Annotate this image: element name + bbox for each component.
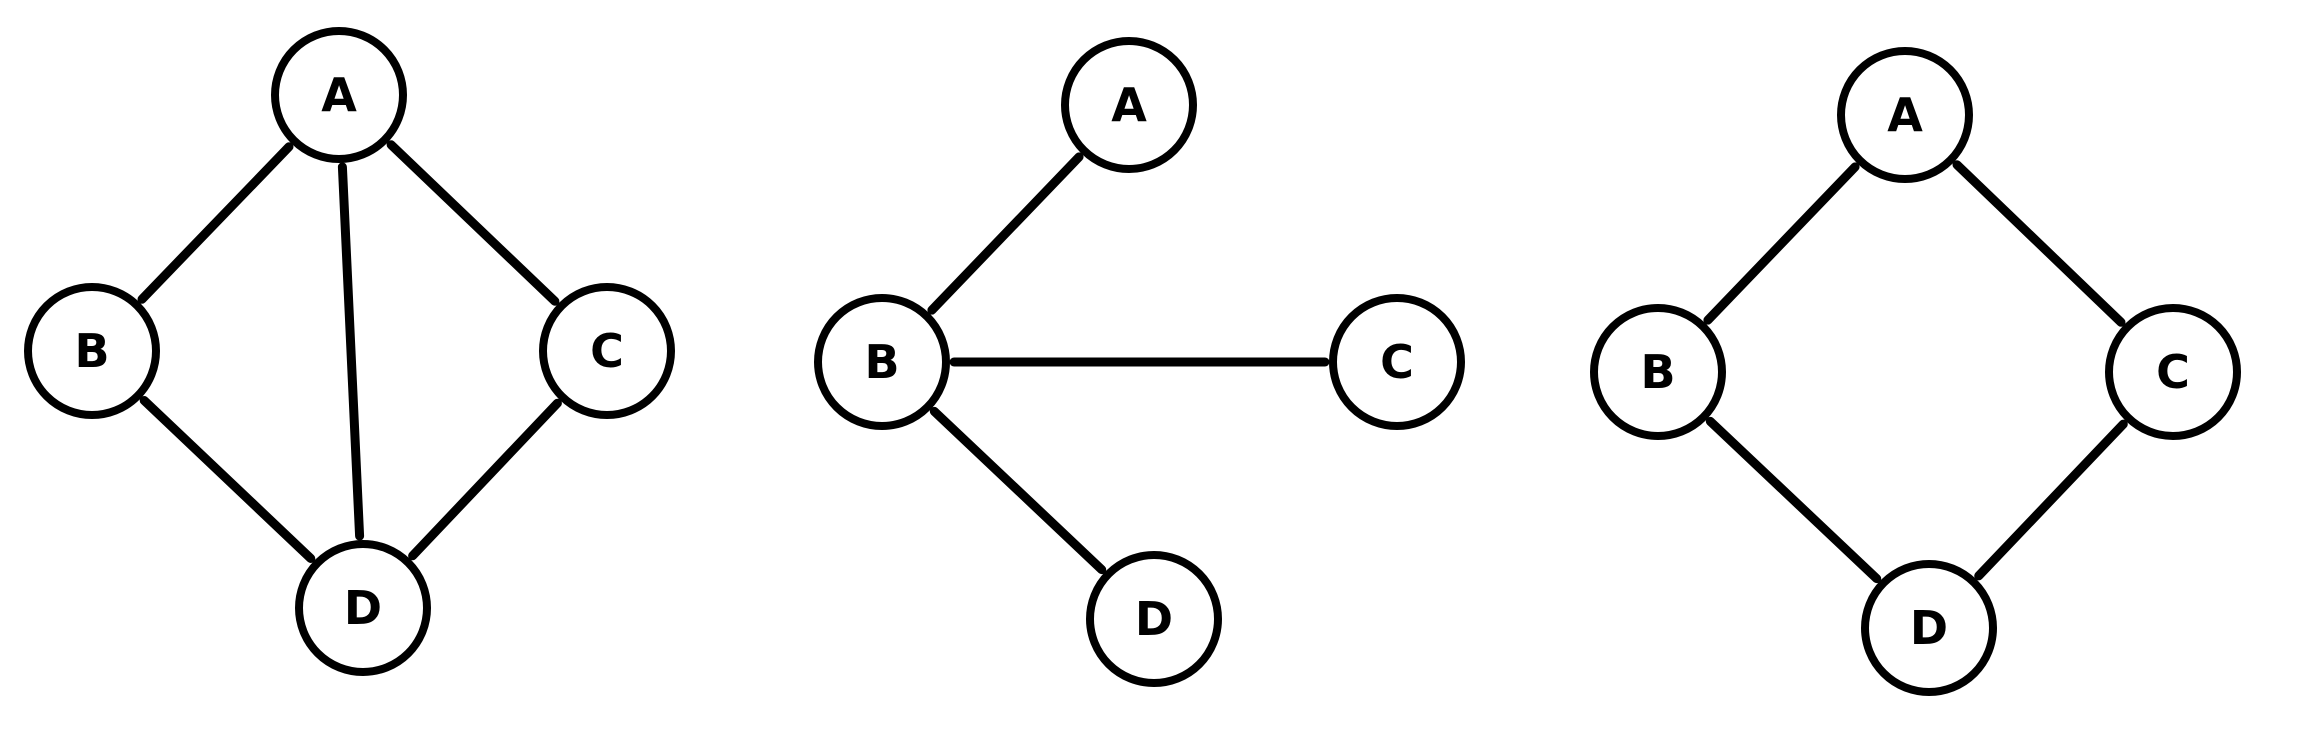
graph-2-node-c: C bbox=[1329, 294, 1465, 430]
graph-3-node-c: C bbox=[2105, 304, 2241, 440]
graph-2-nodes: A B C D bbox=[814, 37, 1465, 687]
graph-3-node-b-circle bbox=[1590, 304, 1726, 440]
graph-1-node-b-circle bbox=[24, 283, 160, 419]
graph-3-node-a-label: A bbox=[1887, 88, 1923, 142]
graph-2-node-a: A bbox=[1061, 37, 1197, 173]
graph-3-edge-c-d bbox=[1974, 419, 2128, 581]
graph-1-node-d-circle bbox=[295, 540, 431, 676]
graph-3-node-d: D bbox=[1861, 560, 1997, 696]
graph-1: A B C D bbox=[24, 27, 675, 676]
graph-1-edge-c-d bbox=[408, 398, 562, 561]
graph-1-edge-a-b bbox=[137, 142, 294, 304]
graph-2-node-a-label: A bbox=[1111, 78, 1147, 132]
graph-1-edge-a-c bbox=[386, 140, 560, 306]
graph-3-edge-a-b bbox=[1703, 162, 1860, 325]
graph-2-node-b-circle bbox=[814, 294, 950, 430]
graph-1-node-c: C bbox=[539, 283, 675, 419]
graph-1-edge-a-d bbox=[337, 162, 365, 541]
graph-2: A B C D bbox=[814, 37, 1465, 687]
graph-3-edge-a-c bbox=[1952, 160, 2126, 327]
graph-2-node-b: B bbox=[814, 294, 950, 430]
graph-3-node-c-circle bbox=[2105, 304, 2241, 440]
graph-1-node-d: D bbox=[295, 540, 431, 676]
graph-3-node-d-circle bbox=[1861, 560, 1997, 696]
graph-1-node-c-circle bbox=[539, 283, 675, 419]
graph-2-node-b-label: B bbox=[864, 335, 899, 389]
graph-1-edge-b-d bbox=[139, 396, 316, 563]
graph-1-node-a-label: A bbox=[321, 68, 357, 122]
graph-3-nodes: A B C D bbox=[1590, 47, 2241, 696]
graph-1-node-b: B bbox=[24, 283, 160, 419]
graph-1-nodes: A B C D bbox=[24, 27, 675, 676]
graph-2-node-d-label: D bbox=[1135, 592, 1173, 646]
graph-3-node-a: A bbox=[1837, 47, 1973, 183]
graph-2-edges bbox=[927, 152, 1330, 575]
graph-2-node-c-circle bbox=[1329, 294, 1465, 430]
graph-1-node-a-circle bbox=[271, 27, 407, 163]
graph-3-node-c-label: C bbox=[2156, 345, 2190, 399]
graph-3: A B C D bbox=[1590, 47, 2241, 696]
graph-3-edge-b-d bbox=[1705, 416, 1882, 584]
graph-3-node-b-label: B bbox=[1640, 345, 1675, 399]
graph-2-node-a-circle bbox=[1061, 37, 1197, 173]
graph-3-node-a-circle bbox=[1837, 47, 1973, 183]
graph-1-node-b-label: B bbox=[74, 324, 109, 378]
graph-2-node-d-circle bbox=[1086, 551, 1222, 687]
graph-1-node-d-label: D bbox=[344, 581, 382, 635]
graph-1-edges bbox=[137, 140, 562, 563]
graph-3-node-b: B bbox=[1590, 304, 1726, 440]
graph-2-node-d: D bbox=[1086, 551, 1222, 687]
graph-1-node-a: A bbox=[271, 27, 407, 163]
graph-2-edge-b-d bbox=[929, 406, 1107, 575]
graph-3-node-d-label: D bbox=[1910, 601, 1948, 655]
graph-2-edge-a-b bbox=[927, 152, 1084, 315]
graph-2-node-c-label: C bbox=[1380, 335, 1414, 389]
graph-1-node-c-label: C bbox=[590, 324, 624, 378]
graph-3-edges bbox=[1703, 160, 2128, 584]
